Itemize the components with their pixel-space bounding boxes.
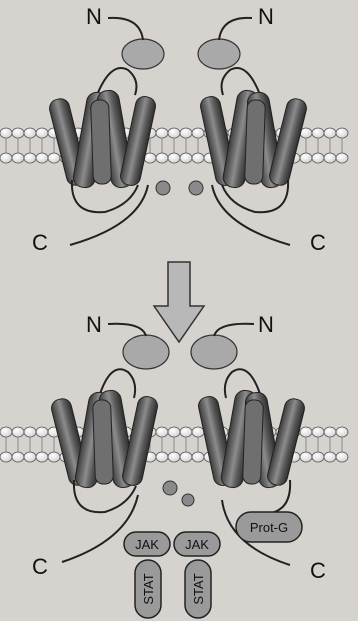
lipid-bead (12, 427, 24, 437)
label-n-left-top: N (86, 4, 102, 29)
jak-left-label: JAK (135, 537, 159, 552)
lipid-bead (300, 427, 312, 437)
label-n-left-bottom: N (86, 312, 102, 337)
bottom-panel: JAK JAK STAT STAT Prot-G N N C C (0, 312, 348, 618)
lipid-bead (12, 153, 24, 163)
lipid-bead (0, 452, 12, 462)
lipid-bead (180, 452, 192, 462)
lipid-bead (36, 128, 48, 138)
extracellular-domain-right-top (198, 39, 240, 69)
lipid-bead (168, 153, 180, 163)
n-tail-right-top (219, 18, 252, 40)
down-arrow-icon (154, 262, 204, 342)
lipid-bead (324, 452, 336, 462)
lipid-bead (48, 452, 60, 462)
extracellular-domain-right-bottom (191, 335, 237, 369)
lipid-bead (0, 153, 12, 163)
lipid-bead (300, 452, 312, 462)
lipid-bead (0, 427, 12, 437)
lipid-bead (36, 452, 48, 462)
lipid-bead (180, 153, 192, 163)
lipid-bead (36, 153, 48, 163)
lipid-bead (336, 427, 348, 437)
label-c-left-top: C (32, 230, 48, 255)
lipid-bead (312, 153, 324, 163)
stat-left-label: STAT (141, 573, 156, 604)
extracellular-domain-left-bottom (123, 335, 169, 369)
lipid-bead (24, 153, 36, 163)
transmembrane-bundle-left-bottom (50, 389, 159, 489)
lipid-bead (192, 153, 204, 163)
lipid-bead (156, 128, 168, 138)
lipid-bead (336, 452, 348, 462)
c-tail-left-top (70, 185, 148, 245)
lipid-bead (168, 452, 180, 462)
lipid-bead (12, 128, 24, 138)
transmembrane-bundle-right-bottom (197, 389, 306, 489)
lipid-bead (180, 427, 192, 437)
lipid-bead (0, 128, 12, 138)
lipid-bead (48, 153, 60, 163)
lipid-bead (336, 128, 348, 138)
c-tail-right-top (212, 185, 290, 245)
lipid-bead (180, 128, 192, 138)
label-c-left-bottom: C (32, 554, 48, 579)
lipid-bead (312, 128, 324, 138)
n-tail-left-top (108, 18, 143, 40)
lipid-bead (12, 452, 24, 462)
stat-right-label: STAT (191, 573, 206, 604)
lipid-bead (24, 452, 36, 462)
lipid-bead (312, 427, 324, 437)
lipid-bead (168, 427, 180, 437)
n-tail-left-bottom (108, 324, 146, 336)
extracellular-domain-left-top (122, 39, 164, 69)
protg-label: Prot-G (250, 520, 288, 535)
jak-right-label: JAK (185, 537, 209, 552)
ligand-dot-left-top (156, 181, 170, 195)
lipid-bead (312, 452, 324, 462)
lipid-bead (24, 128, 36, 138)
top-panel: N N C C (0, 4, 348, 255)
lipid-bead (336, 153, 348, 163)
transmembrane-bundle-right-top (199, 89, 308, 189)
lipid-bead (36, 427, 48, 437)
lipid-bead (156, 452, 168, 462)
n-tail-right-bottom (214, 324, 254, 336)
lipid-bead (24, 427, 36, 437)
ligand-dot-left-bottom (163, 481, 177, 495)
lipid-bead (192, 128, 204, 138)
ligand-dot-right-bottom (182, 494, 194, 506)
transmembrane-bundle-left-top (48, 89, 157, 189)
lipid-bead (324, 153, 336, 163)
lipid-bead (300, 153, 312, 163)
lipid-bead (156, 153, 168, 163)
lipid-bead (168, 128, 180, 138)
lipid-bead (192, 452, 204, 462)
lipid-bead (156, 427, 168, 437)
label-n-right-bottom: N (258, 312, 274, 337)
label-c-right-bottom: C (310, 558, 326, 583)
lipid-bead (324, 128, 336, 138)
ligand-dot-right-top (189, 181, 203, 195)
label-n-right-top: N (258, 4, 274, 29)
lipid-bead (192, 427, 204, 437)
lipid-bead (324, 427, 336, 437)
label-c-right-top: C (310, 230, 326, 255)
